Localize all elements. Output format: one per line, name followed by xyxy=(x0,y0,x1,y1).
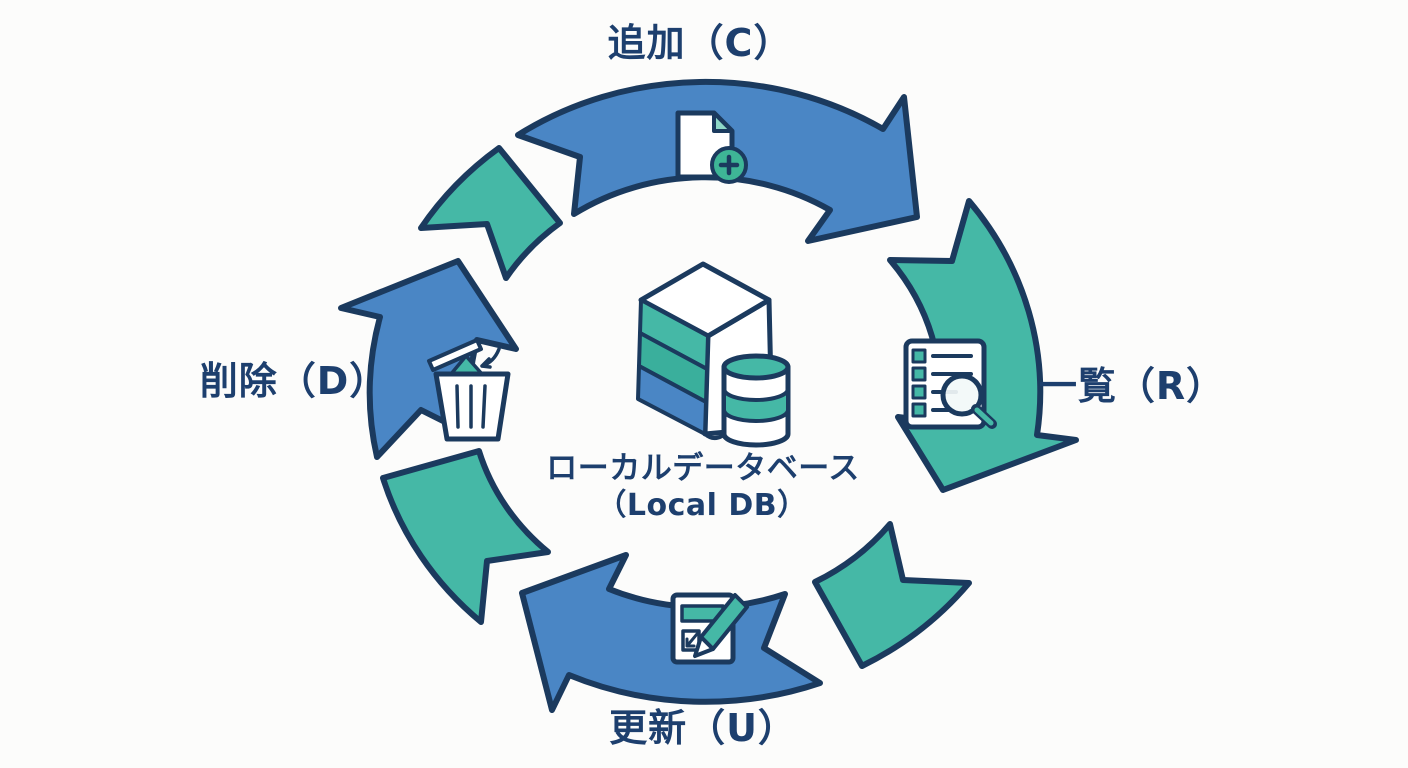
cylinder-top xyxy=(721,353,791,381)
document-add-icon xyxy=(675,110,748,184)
list-search-icon xyxy=(903,338,997,430)
pencil-tip xyxy=(693,635,715,658)
cycle-connector-bottom-left xyxy=(380,448,551,625)
edit-icon xyxy=(670,592,749,665)
magnifier-lens xyxy=(940,373,984,417)
label-create: 追加（C） xyxy=(607,21,793,65)
plus-glyph xyxy=(718,154,740,176)
center-label-english: （Local DB） xyxy=(596,488,808,523)
corner-arrow xyxy=(685,632,699,648)
cylinder-teal-band xyxy=(722,387,790,423)
checklist-rows xyxy=(911,348,973,418)
center-label-japanese: ローカルデータベース xyxy=(546,450,860,487)
label-delete: 削除（D） xyxy=(199,359,389,403)
box-foot xyxy=(703,432,724,441)
trash-lid xyxy=(427,338,483,372)
cycle-connector-top-left xyxy=(418,145,563,281)
trash-ribs xyxy=(455,384,487,429)
label-read: 一覧（R） xyxy=(1038,364,1226,408)
trash-icon xyxy=(427,338,511,442)
drop-arrow xyxy=(480,347,501,369)
cycle-connector-bottom-right xyxy=(812,521,972,669)
label-update: 更新（U） xyxy=(609,706,797,750)
folded-corner xyxy=(712,111,734,133)
database-icon xyxy=(636,261,791,448)
